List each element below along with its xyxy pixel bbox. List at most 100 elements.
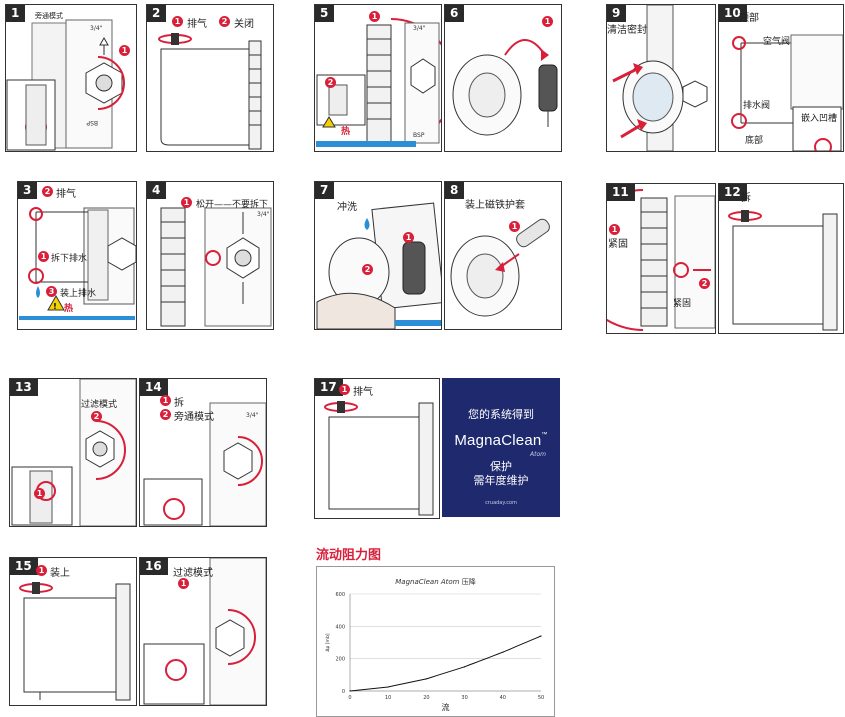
step-5-panel: 5 热 3/4" BSP 1 2	[314, 4, 442, 152]
step-17-panel: 17 1 排气	[314, 378, 440, 519]
svg-text:3/4": 3/4"	[413, 25, 426, 32]
step-13-panel: 13 过滤模式 1 2	[9, 378, 137, 527]
step-number: 15	[10, 558, 38, 575]
step-number: 17	[315, 379, 343, 396]
data-point	[540, 635, 542, 637]
trademark: ™	[541, 432, 548, 438]
x-tick-label: 0	[348, 695, 351, 701]
callout-1: 1	[34, 488, 45, 499]
step-11-panel: 11 1 紧固 紧固 2	[606, 183, 716, 334]
step-4-label: 松开——不要拆下	[196, 200, 269, 210]
step-number: 11	[607, 184, 635, 201]
callout-1: 1	[172, 16, 183, 27]
refit-housing-illustration	[607, 189, 715, 331]
step-15-panel: 15 1 装上	[9, 557, 137, 706]
promo-line-1: 保护	[490, 460, 512, 473]
step-number: 8	[445, 182, 465, 199]
filter-mode-illustration	[11, 379, 136, 526]
refit-vent-illustration	[19, 582, 131, 701]
callout-2: 2	[219, 16, 230, 27]
bypass-mode-illustration: 3/4"	[143, 402, 266, 526]
step-7-panel: 7 冲洗 1 2	[314, 181, 442, 330]
step-number: 12	[719, 184, 747, 201]
callout-1: 1	[403, 232, 414, 243]
x-tick-label: 20	[423, 695, 429, 701]
pipe-size-mark: 3/4"	[90, 25, 103, 32]
valve-illustration: 3/4" BSP	[6, 19, 125, 151]
svg-text:BSP: BSP	[86, 119, 98, 126]
step-1-panel: 1 旁通模式 3/4" BSP 1	[5, 4, 137, 152]
callout-1: 1	[509, 221, 520, 232]
y-tick-label: 200	[335, 657, 345, 663]
y-axis-label: Δp [mb]	[325, 633, 331, 651]
callout-2: 2	[362, 264, 373, 275]
y-tick-label: 600	[335, 592, 345, 598]
filter-housing-illustration	[158, 33, 262, 150]
step-number: 2	[147, 5, 167, 22]
step-14-label-a: 拆	[174, 398, 184, 409]
step-4-panel: 4 1 松开——不要拆下 3/4"	[146, 181, 274, 330]
x-tick-label: 40	[500, 695, 506, 701]
callout-1: 1	[542, 16, 553, 27]
section-title: 流动阻力图	[316, 548, 382, 563]
data-point	[464, 666, 466, 668]
x-tick-label: 10	[385, 695, 391, 701]
step-7-label: 冲洗	[337, 202, 357, 213]
clean-seal-illustration	[612, 5, 708, 151]
svg-text:3/4": 3/4"	[257, 211, 270, 218]
chart-title-brand: MagnaClean Atom	[395, 578, 460, 586]
step-2-label-b: 关闭	[234, 19, 254, 30]
callout-2: 2	[42, 186, 53, 197]
drain-illustration: !	[19, 207, 136, 320]
data-point	[349, 690, 351, 692]
callout-1: 1	[178, 578, 189, 589]
step-2-panel: 2 1 排气 2 关闭	[146, 4, 274, 152]
callout-2: 2	[325, 77, 336, 88]
callout-1: 1	[36, 565, 47, 576]
bottom-label: 底部	[745, 136, 764, 146]
callout-1: 1	[181, 197, 192, 208]
tighten-label-a: 紧固	[608, 239, 628, 250]
data-point	[502, 651, 504, 653]
step-8-panel: 8 装上磁铁护套 1	[444, 181, 562, 330]
step-9-label: 清洁密封	[607, 25, 647, 36]
final-vent-illustration	[324, 401, 434, 516]
step-number: 1	[6, 5, 26, 22]
chart-title: MagnaClean Atom 压降	[317, 577, 554, 587]
step-12-panel: 12 拆	[718, 183, 844, 334]
y-tick-label: 400	[335, 624, 345, 630]
callout-1: 1	[38, 251, 49, 262]
chart-title-suffix: 压降	[461, 578, 476, 586]
svg-text:!: !	[53, 302, 57, 311]
x-tick-label: 50	[538, 695, 544, 701]
promo-line-2: 需年度维护	[473, 474, 529, 487]
step-3-panel: 3 2 排气 1 拆下排水 3 装上排水 热 !	[17, 181, 137, 330]
step-9-panel: 9 清洁密封	[606, 4, 716, 152]
svg-text:3/4": 3/4"	[246, 412, 259, 419]
callout-1: 1	[369, 11, 380, 22]
step-number: 10	[719, 5, 747, 22]
step-10-panel: 10 顶部 空气阀 排水阀 底部 嵌入凹槽	[718, 4, 844, 152]
remove-housing-illustration: 3/4" BSP	[316, 18, 441, 147]
hot-warning-label: 热	[64, 304, 74, 314]
orientation-illustration	[731, 34, 843, 151]
step-number: 16	[140, 558, 168, 575]
promo-heading: 您的系统得到	[468, 408, 534, 421]
callout-1: 1	[609, 224, 620, 235]
callout-2: 2	[699, 278, 710, 289]
groove-label: 嵌入凹槽	[801, 114, 838, 124]
step-number: 7	[315, 182, 335, 199]
fit-sleeve-illustration	[450, 218, 550, 317]
air-valve-label: 空气阀	[763, 37, 791, 47]
svg-text:BSP: BSP	[413, 132, 425, 139]
step-number: 9	[607, 5, 627, 22]
data-point	[425, 678, 427, 680]
filter-mode-label: 过滤模式	[173, 568, 213, 579]
step-number: 3	[18, 182, 38, 199]
callout-2: 2	[91, 411, 102, 422]
filter-mode-label: 过滤模式	[81, 400, 118, 410]
series-line	[349, 635, 542, 692]
tighten-label-b: 紧固	[673, 299, 692, 309]
top-label: 顶部	[739, 13, 759, 24]
step-number: 4	[147, 182, 167, 199]
